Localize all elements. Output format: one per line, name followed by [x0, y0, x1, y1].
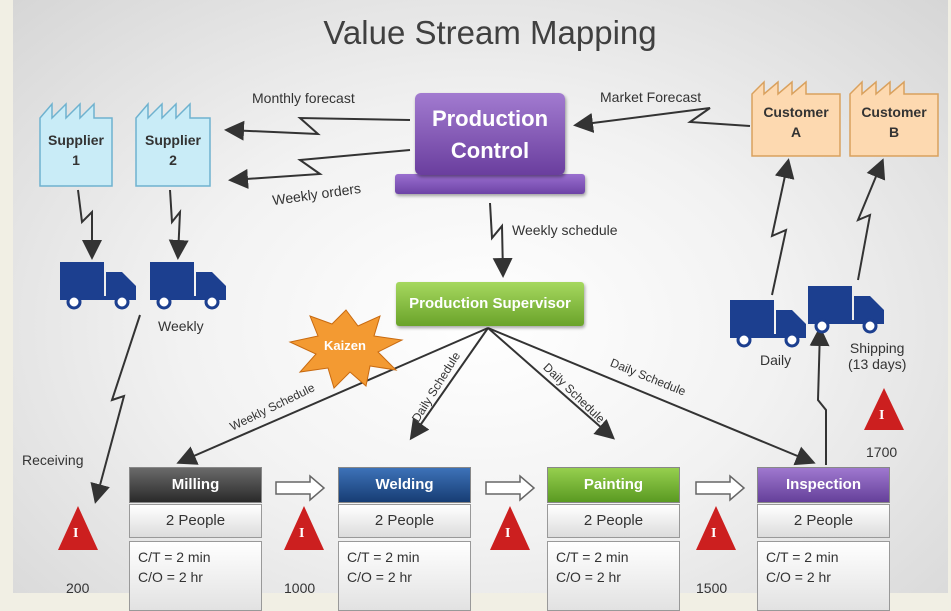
market-forecast-label: Market Forecast [600, 89, 702, 105]
connector-layer [39, 80, 939, 550]
shipping-label-line1: Shipping [849, 340, 905, 356]
shipping-to-customer-b [856, 158, 886, 281]
schedule-to-inspection [487, 327, 816, 466]
customer-b-letter: B [888, 124, 900, 140]
supplier-1-label: Supplier [47, 132, 104, 148]
diagram-title: Value Stream Mapping [323, 14, 657, 51]
process-inspection-data: C/T = 2 min C/O = 2 hr [757, 541, 890, 611]
supplier-2-number: 2 [169, 152, 177, 168]
process-milling-co: C/O = 2 hr [138, 569, 203, 585]
supplier-2: Supplier 2 [136, 104, 210, 186]
process-welding-name: Welding [338, 467, 471, 503]
customer-a-label: Customer [763, 104, 829, 120]
supplier-2-label: Supplier [144, 132, 201, 148]
kaizen-burst [288, 309, 404, 389]
shipping-label: Shipping (13 days) [848, 340, 906, 372]
process-welding-data: C/T = 2 min C/O = 2 hr [338, 541, 471, 611]
inventory-symbol: I [711, 526, 717, 541]
inventory-quantity-receiving: 200 [66, 580, 90, 596]
process-inspection-people: 2 People [757, 504, 890, 538]
truck-icon [150, 262, 226, 310]
inventory-quantity-welding: 1000 [284, 580, 316, 596]
production-control-base [395, 174, 585, 194]
inventory-quantity-inspection: 1500 [696, 580, 728, 596]
receiving-arrow [90, 314, 141, 504]
receiving-label: Receiving [22, 452, 84, 468]
production-supervisor: Production Supervisor [396, 282, 584, 326]
process-milling-name: Milling [129, 467, 262, 503]
supplier-1-icon [39, 101, 113, 187]
process-milling: Milling 2 People C/T = 2 min C/O = 2 hr [129, 467, 262, 611]
customer-b-icon [849, 80, 939, 157]
supplier2-to-truck [168, 189, 189, 260]
process-welding-people: 2 People [338, 504, 471, 538]
monthly-forecast-arrow [224, 116, 411, 141]
truck-icon [808, 286, 884, 334]
process-welding: Welding 2 People C/T = 2 min C/O = 2 hr [338, 467, 471, 611]
schedule-to-milling [176, 327, 489, 465]
process-inspection-name: Inspection [757, 467, 890, 503]
schedule-to-welding [409, 327, 489, 441]
inventory-icon [864, 388, 904, 430]
production-control-line1: Production [431, 106, 549, 131]
inventory-symbol: I [73, 526, 79, 541]
process-milling-people: 2 People [129, 504, 262, 538]
inventory-icon [58, 506, 98, 550]
supplier-2-icon [135, 101, 211, 187]
market-forecast-arrow [573, 107, 751, 133]
process-inspection-ct: C/T = 2 min [766, 549, 839, 565]
weekly-schedule-label: Weekly schedule [512, 222, 618, 238]
process-painting: Painting 2 People C/T = 2 min C/O = 2 hr [547, 467, 680, 611]
push-arrow [695, 474, 746, 502]
shipping-label-line2: (13 days) [848, 356, 907, 372]
production-control-line2: Control [450, 138, 530, 163]
inventory-quantity-shipping: 1700 [866, 444, 898, 460]
shipping-to-customer-a [770, 158, 795, 296]
inventory-icon [696, 506, 736, 550]
inventory-icon [490, 506, 530, 550]
weekly-schedule-arrow [489, 202, 513, 278]
inventory-icon [284, 506, 324, 550]
kaizen-label: Kaizen [324, 338, 366, 353]
production-control: Production Control [415, 93, 565, 175]
push-arrow [485, 474, 536, 502]
supplier1-to-truck [77, 189, 102, 260]
monthly-forecast-label: Monthly forecast [252, 90, 355, 106]
customer-a-letter: A [790, 124, 802, 140]
vsm-diagram: Value Stream Mapping Supplier 1 Supplier 2… [13, 0, 948, 611]
process-painting-people: 2 People [547, 504, 680, 538]
process-milling-data: C/T = 2 min C/O = 2 hr [129, 541, 262, 611]
push-arrow [275, 474, 326, 502]
customer-a-icon [751, 80, 841, 157]
supplier-1: Supplier 1 [40, 104, 112, 186]
process-welding-ct: C/T = 2 min [347, 549, 420, 565]
customer-b-label: Customer [861, 104, 927, 120]
process-painting-data: C/T = 2 min C/O = 2 hr [547, 541, 680, 611]
truck-icon [730, 300, 806, 348]
supplier-1-number: 1 [72, 152, 80, 168]
weekly-orders-arrow [228, 149, 411, 189]
daily-label: Daily [760, 352, 792, 368]
process-painting-name: Painting [547, 467, 680, 503]
schedule-to-painting [487, 327, 616, 440]
inventory-symbol: I [505, 526, 511, 541]
process-milling-ct: C/T = 2 min [138, 549, 211, 565]
inventory-symbol: I [879, 408, 885, 423]
inspection-to-shipping [809, 326, 830, 465]
process-welding-co: C/O = 2 hr [347, 569, 412, 585]
process-painting-ct: C/T = 2 min [556, 549, 629, 565]
weekly-label: Weekly [158, 318, 204, 334]
process-painting-co: C/O = 2 hr [556, 569, 621, 585]
inventory-symbol: I [299, 526, 305, 541]
process-inspection: Inspection 2 People C/T = 2 min C/O = 2 … [757, 467, 890, 611]
process-inspection-co: C/O = 2 hr [766, 569, 831, 585]
truck-icon [60, 262, 136, 310]
